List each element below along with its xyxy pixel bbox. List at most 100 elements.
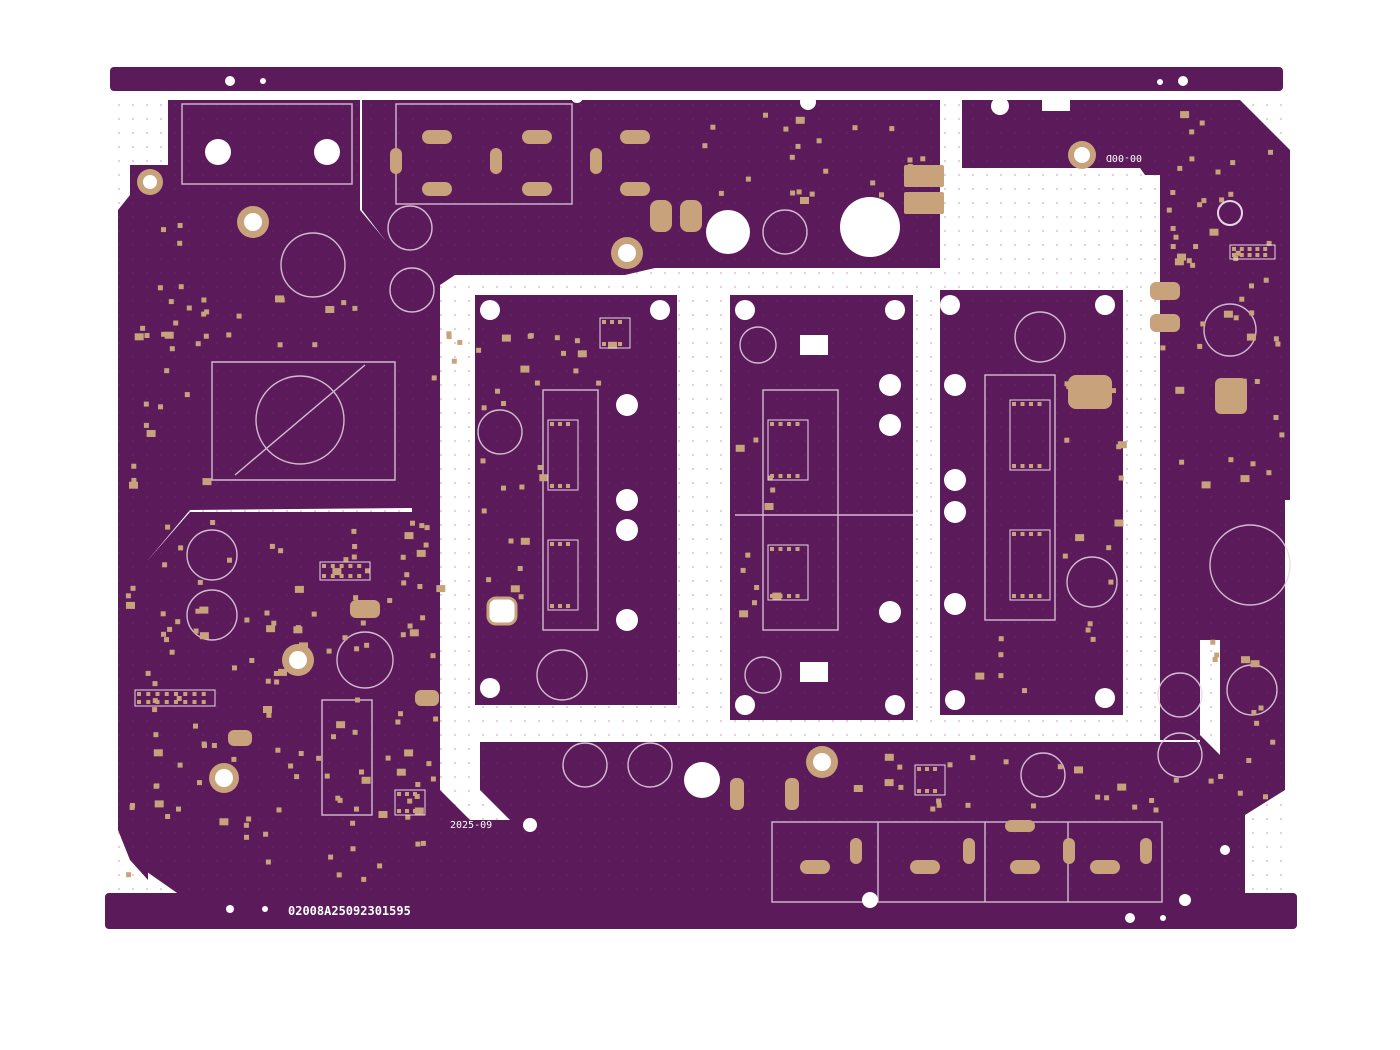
smd-pad [199, 606, 209, 614]
ic-pin [550, 422, 554, 426]
ic-pin [787, 594, 791, 598]
smd-pad [1279, 432, 1285, 438]
smd-pad [476, 347, 482, 353]
smd-pad [1163, 314, 1169, 319]
smd-pad [201, 311, 207, 317]
smd-pad [1160, 345, 1166, 351]
ic-pin [558, 484, 562, 488]
ic-pin [137, 700, 141, 704]
smd-pad [273, 671, 279, 676]
ic-pin [933, 767, 937, 771]
smd-pad [446, 331, 452, 337]
smd-pad [1062, 553, 1068, 559]
smd-pad [1173, 777, 1179, 783]
smd-pad [342, 635, 348, 641]
ic-outline [319, 561, 371, 581]
smd-pad [1180, 111, 1190, 119]
smd-pad [266, 625, 276, 633]
smd-pad [1235, 250, 1241, 256]
smd-pad [355, 697, 360, 703]
smd-pad [1251, 710, 1257, 715]
smd-pad [203, 333, 209, 339]
ic-pin [348, 564, 353, 568]
ic-pin [413, 792, 417, 796]
ic-pin [787, 474, 791, 478]
smd-pad [311, 611, 317, 617]
smd-pad [1090, 636, 1096, 642]
smd-pad [331, 734, 336, 740]
smd-pad [451, 358, 457, 364]
smd-pad [409, 629, 419, 637]
ic-pin [1029, 594, 1033, 598]
smd-pad [184, 392, 190, 398]
smd-pad [231, 756, 237, 762]
smd-pad [898, 784, 904, 790]
ic-pin [925, 789, 929, 793]
smd-pad [596, 380, 602, 386]
smd-pad [152, 681, 158, 687]
ic-outline [134, 689, 216, 707]
smd-pad [275, 747, 281, 753]
ic-pin [405, 809, 409, 813]
ic-outline [547, 419, 579, 491]
smd-pad [1270, 739, 1276, 745]
ic-pin [917, 789, 921, 793]
ic-pin [795, 474, 800, 478]
smd-pad [140, 325, 146, 331]
smd-pad [1186, 258, 1192, 264]
smd-pad [169, 346, 175, 352]
ic-pin [602, 342, 606, 346]
ic-pin [183, 692, 188, 696]
smd-pad [269, 543, 275, 549]
smd-pad [574, 338, 580, 344]
smd-pad [202, 743, 207, 748]
smd-pad [1239, 296, 1245, 302]
smd-pad [1197, 202, 1203, 208]
smd-pad [126, 601, 135, 609]
smd-pad [352, 729, 358, 735]
rail-holes [225, 76, 1230, 923]
smd-pad [404, 749, 414, 757]
ic-pin [413, 809, 417, 813]
ic-pin [770, 547, 774, 551]
ic-pin [787, 422, 791, 426]
smd-pad [800, 197, 809, 204]
smd-pad [1249, 283, 1254, 289]
smd-pad [177, 223, 183, 228]
smd-pad [204, 309, 210, 315]
smd-pad [879, 192, 884, 198]
smd-pad [1209, 228, 1219, 236]
ic-pin [602, 320, 606, 324]
smd-pad [510, 585, 520, 593]
ic-pin [1247, 247, 1252, 251]
smd-pad [1118, 475, 1124, 481]
smd-pad [920, 156, 926, 162]
smd-pad [1233, 315, 1239, 321]
smd-pad [1241, 656, 1250, 664]
ic-pin [1012, 532, 1016, 536]
smd-pad [1189, 156, 1195, 162]
smd-pad [324, 773, 330, 779]
smd-pad [341, 300, 347, 306]
smd-pad [1075, 534, 1085, 542]
smd-pad [154, 783, 160, 789]
smd-pad [176, 806, 181, 812]
smd-pad [263, 706, 272, 713]
ic-pin [183, 700, 188, 704]
ic-pin [405, 792, 409, 796]
ic-outline [1229, 244, 1276, 260]
smd-pad [361, 876, 367, 882]
smd-pad [407, 623, 413, 629]
smd-pad [430, 653, 436, 659]
smd-pad [889, 126, 895, 132]
smd-pad [1074, 766, 1083, 774]
ic-pin [322, 564, 326, 568]
smd-pad [1214, 652, 1220, 658]
smd-pad [1197, 343, 1203, 349]
smd-pad [1101, 385, 1111, 393]
smd-pad [294, 585, 304, 593]
smd-pad [577, 350, 587, 358]
smd-pad [1275, 341, 1281, 347]
ic-pin [146, 692, 151, 696]
smd-pad [243, 822, 249, 828]
